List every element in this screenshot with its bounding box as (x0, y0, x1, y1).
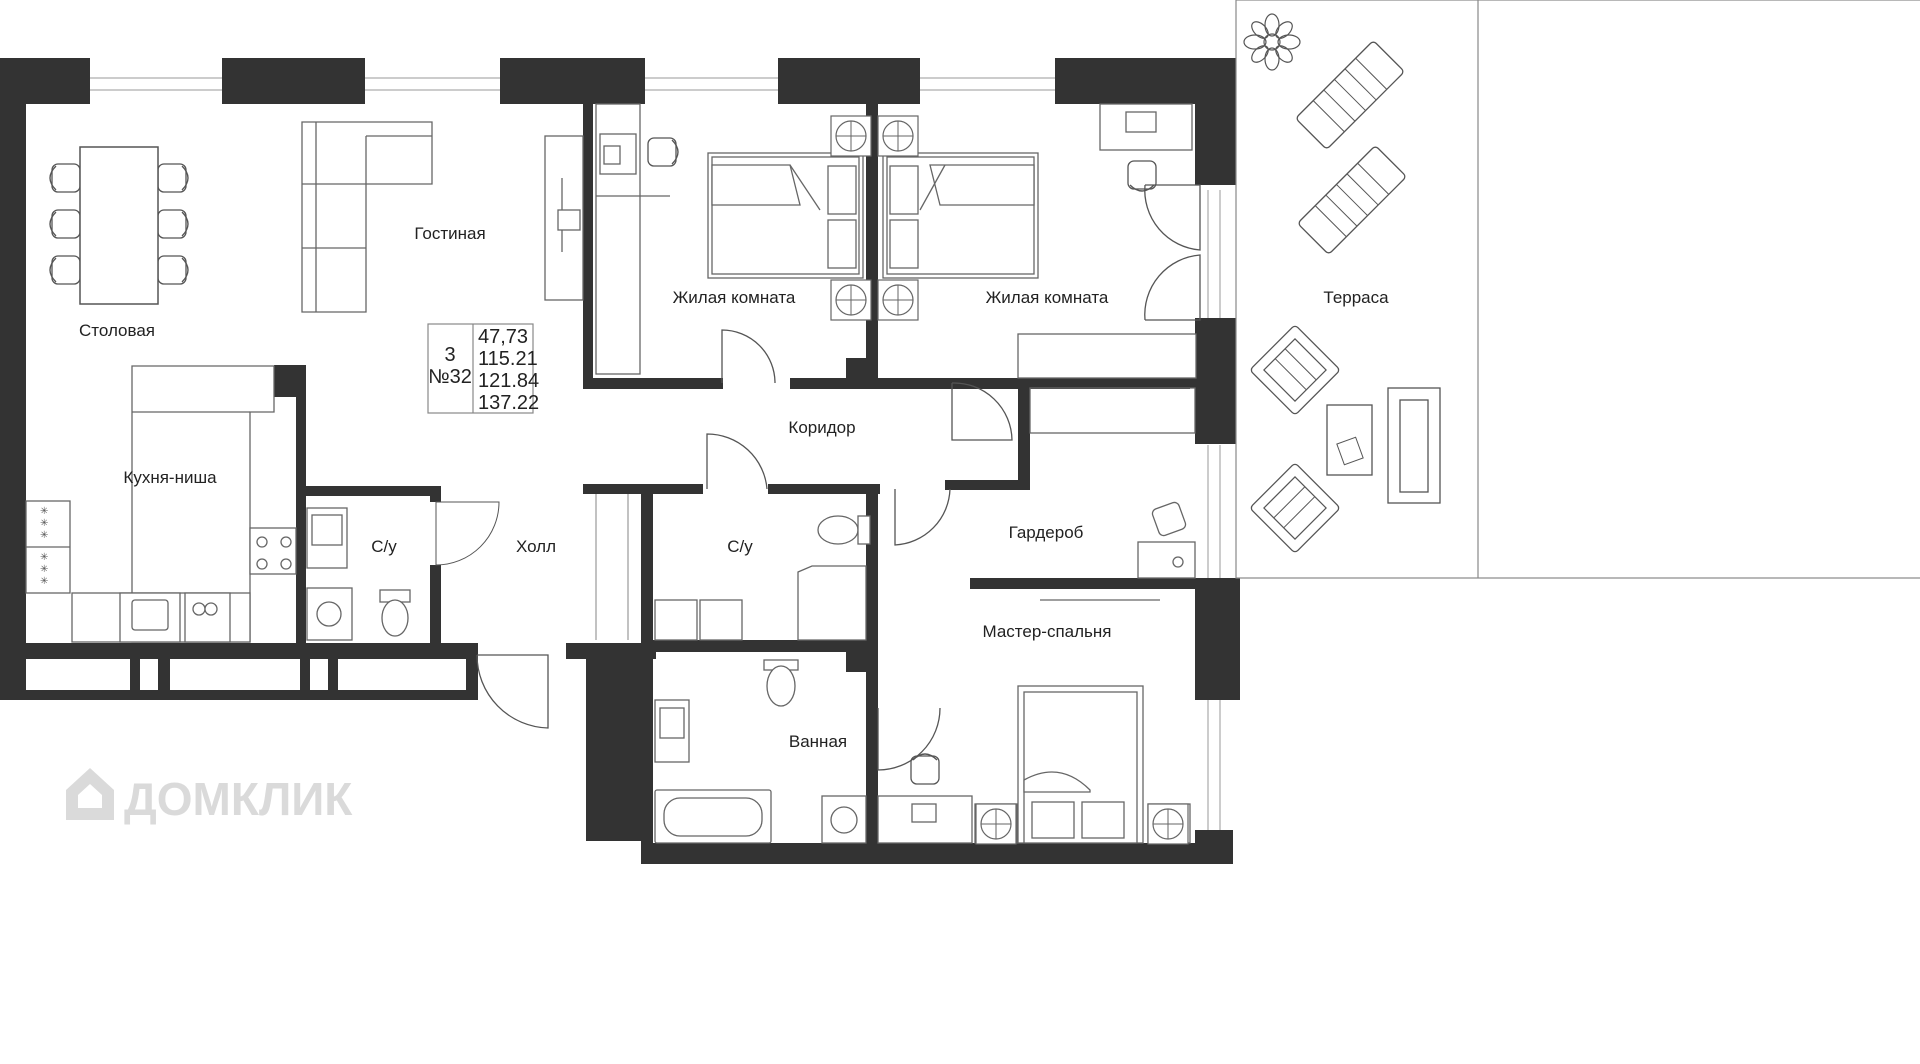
watermark: ДОМКЛИК (66, 768, 353, 825)
room-labels: Столовая Гостиная Жилая комната Жилая ко… (79, 224, 1389, 751)
bedside-lamp-icon (830, 279, 872, 321)
label-wc-2: С/у (727, 537, 753, 556)
bedside-lamp-icon (830, 115, 872, 157)
plant-icon (1243, 13, 1301, 71)
svg-text:✳: ✳ (40, 576, 48, 587)
sofa (301, 121, 433, 313)
svg-text:✳: ✳ (40, 552, 48, 563)
bedside-lamp-icon (877, 279, 919, 321)
svg-text:✳: ✳ (40, 506, 48, 517)
dining-set (49, 146, 189, 305)
bedside-lamp-icon (975, 803, 1017, 845)
svg-text:✳: ✳ (40, 530, 48, 541)
apartment-number: №32 (428, 366, 472, 388)
terrace-sofa (1387, 387, 1441, 504)
label-terrace: Терраса (1323, 288, 1389, 307)
svg-text:✳: ✳ (40, 518, 48, 529)
watermark-text: ДОМКЛИК (124, 773, 353, 825)
wardrobe-furniture (1029, 387, 1196, 579)
bedroom-2-furniture (882, 103, 1197, 379)
wc-1-fixtures (306, 507, 411, 641)
label-wardrobe: Гардероб (1009, 523, 1084, 542)
kitchen (25, 365, 297, 643)
windows (90, 77, 1221, 832)
label-dining: Столовая (79, 321, 155, 340)
hall-closet (595, 494, 629, 640)
outer-walls (0, 58, 1240, 864)
area-value: 121.84 (478, 370, 539, 392)
house-logo-icon (66, 768, 114, 820)
wc-2-fixtures (654, 515, 871, 641)
rooms-count: 3 (444, 344, 455, 366)
label-kitchen: Кухня-ниша (123, 468, 217, 487)
label-master: Мастер-спальня (982, 622, 1111, 641)
label-bedroom-1: Жилая комната (673, 288, 796, 307)
area-value: 115.21 (478, 348, 538, 370)
bedside-lamp-icon (877, 115, 919, 157)
label-hall: Холл (516, 537, 556, 556)
tv-unit (544, 135, 584, 301)
bedside-lamp-icon (1147, 803, 1189, 845)
terrace (1235, 0, 1920, 579)
area-value: 47,73 (478, 326, 528, 348)
doors (435, 184, 1201, 771)
bath-fixtures (654, 659, 867, 844)
bedroom-1-furniture (595, 103, 864, 375)
svg-text:✳: ✳ (40, 564, 48, 575)
dining-table (79, 146, 159, 305)
area-value: 137.22 (478, 392, 539, 414)
burner-icon: ✳✳✳ ✳✳✳ (40, 506, 48, 587)
label-wc-1: С/у (371, 537, 397, 556)
label-living: Гостиная (414, 224, 485, 243)
label-bath: Ванная (789, 732, 847, 751)
apartment-info: 3 №32 47,73 115.21 121.84 137.22 (427, 323, 539, 414)
label-bedroom-2: Жилая комната (986, 288, 1109, 307)
label-corridor: Коридор (788, 418, 855, 437)
master-furniture (877, 599, 1191, 844)
